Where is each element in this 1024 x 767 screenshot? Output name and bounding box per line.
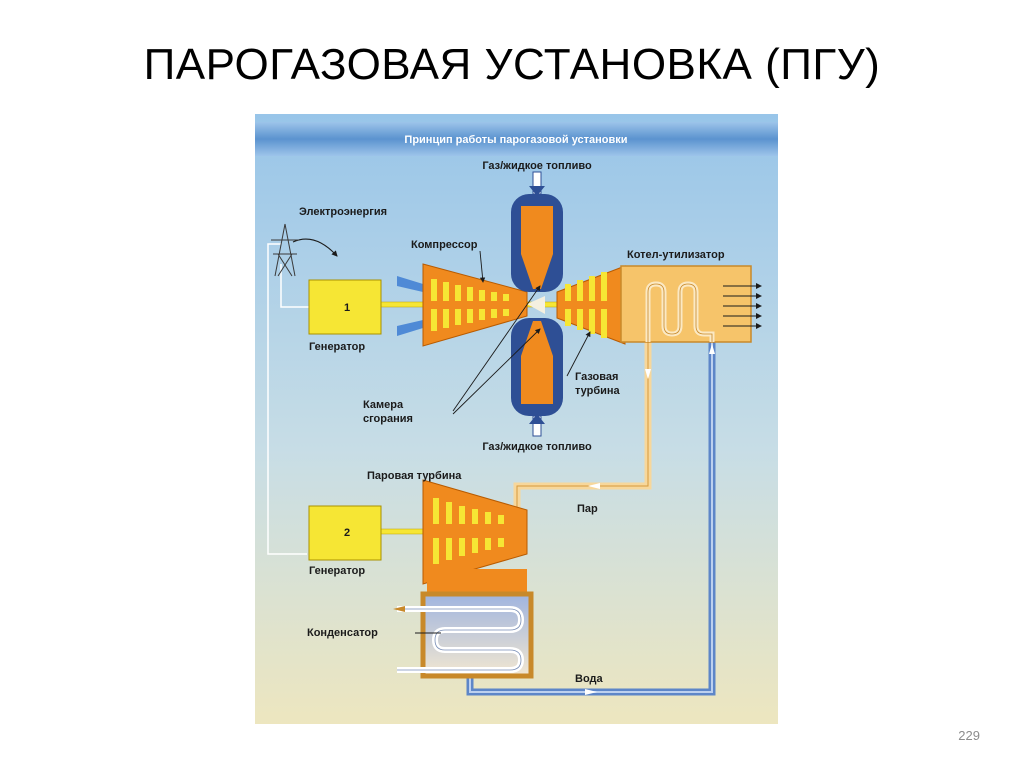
label-electricity: Электроэнергия: [299, 206, 387, 218]
ccgt-diagram-svg: Принцип работы парогазовой установки: [255, 114, 778, 724]
label-generator-2: Генератор: [309, 565, 365, 577]
power-line-generator2: [267, 243, 307, 555]
diagram-header: Принцип работы парогазовой установки: [404, 134, 627, 146]
slide-title: ПАРОГАЗОВАЯ УСТАНОВКА (ПГУ): [143, 40, 881, 89]
header-band: [255, 122, 778, 156]
label-compressor: Компрессор: [411, 239, 478, 251]
compressor-blades: [431, 279, 509, 331]
label-steam-turbine: Паровая турбина: [367, 470, 462, 482]
combustion-chamber-top: [511, 194, 563, 292]
leader-lines: [415, 250, 591, 634]
label-fuel-top: Газ/жидкое топливо: [482, 160, 592, 172]
power-line-generator1: [280, 264, 309, 308]
label-gas-turbine-1: Газовая: [575, 371, 618, 383]
water-flow-arrows: [585, 344, 715, 695]
label-generator-1: Генератор: [309, 341, 365, 353]
steam-turbine-blades: [433, 498, 504, 564]
flame-core: [527, 296, 545, 314]
generator-2-number: 2: [344, 527, 350, 539]
label-fuel-bottom: Газ/жидкое топливо: [482, 441, 592, 453]
fuel-inlet-top-icon: [529, 171, 545, 196]
page-number: 229: [958, 728, 980, 743]
label-condenser: Конденсатор: [307, 627, 378, 639]
ccgt-diagram: Принцип работы парогазовой установки: [255, 114, 778, 724]
electricity-arrow: [292, 238, 338, 257]
cooling-water-out-arrow: [393, 606, 405, 612]
generator-2: [308, 505, 382, 561]
gas-turbine-blades: [565, 272, 607, 338]
label-steam: Пар: [577, 503, 598, 515]
label-boiler: Котел-утилизатор: [627, 249, 725, 261]
label-chamber-1: Камера: [363, 399, 404, 411]
exhaust-arrows: [723, 283, 762, 329]
steam-flow-arrows: [588, 369, 651, 489]
label-water: Вода: [575, 673, 604, 685]
label-gas-turbine-2: турбина: [575, 385, 621, 397]
generator-1-number: 1: [344, 302, 350, 314]
label-chamber-2: сгорания: [363, 413, 413, 425]
heat-recovery-boiler: [620, 265, 752, 343]
steam-pipe-edge: [516, 342, 649, 514]
combustion-chamber-bottom: [511, 318, 563, 416]
generator-1: [308, 279, 382, 335]
condenser-coil-edge: [397, 608, 522, 671]
boiler-coil-edge: [647, 283, 713, 342]
fuel-inlet-bottom-icon: [529, 414, 545, 437]
power-pylon-icon: [271, 223, 299, 277]
